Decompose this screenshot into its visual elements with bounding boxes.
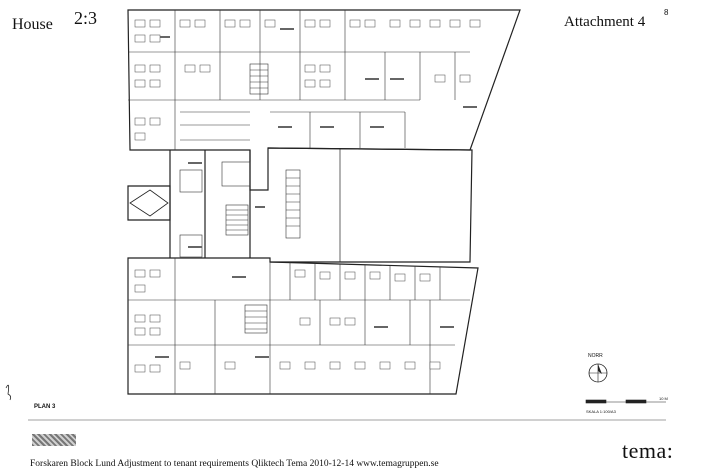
west-connector xyxy=(127,185,171,221)
central-spine xyxy=(169,150,251,258)
scale-max-label: 10 M xyxy=(659,396,668,401)
footer-caption: Forskaren Block Lund Adjustment to tenan… xyxy=(30,459,439,469)
north-label: NORR xyxy=(588,353,603,359)
scale-bar xyxy=(585,399,666,404)
courtyard xyxy=(267,147,473,263)
hatch-pattern xyxy=(32,434,76,446)
house-label: House xyxy=(12,16,53,33)
sheet-number: 2:3 xyxy=(74,8,98,28)
attachment-label: Attachment 4 xyxy=(564,14,646,30)
plan-label: PLAN 3 xyxy=(34,404,56,410)
page-number: 8 xyxy=(664,8,669,17)
scale-label: SKALA 1:100/A3 xyxy=(586,409,616,414)
tema-logo: tema: xyxy=(622,438,674,463)
lower-wing-outline xyxy=(127,257,479,395)
